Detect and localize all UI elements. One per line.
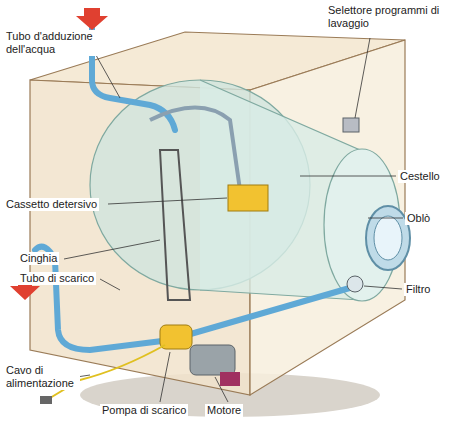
part-label: Tubo d'adduzione dell'acqua	[4, 30, 98, 56]
program-selector	[343, 118, 359, 132]
belt	[160, 150, 190, 300]
leader-lines	[64, 38, 403, 402]
part-label: Tubo di scarico	[18, 272, 96, 285]
part-label: Cestello	[398, 170, 442, 183]
part-label: Motore	[205, 404, 243, 417]
porthole-glass	[374, 216, 402, 260]
part-label: Cassetto detersivo	[4, 198, 99, 211]
part-label: Cinghia	[18, 252, 59, 265]
water-pipe	[150, 108, 240, 191]
part-label: Selettore programmi di lavaggio	[326, 4, 448, 30]
floor-shadow	[80, 373, 380, 417]
motor-detail	[220, 372, 240, 386]
detergent-drawer	[228, 185, 268, 211]
part-label: Cavo di alimentazione	[4, 364, 80, 390]
filter	[347, 276, 363, 292]
motor	[190, 345, 235, 375]
porthole	[366, 206, 410, 270]
inflow-arrow	[76, 8, 108, 30]
drain-hose	[35, 247, 360, 350]
part-label: Pompa di scarico	[100, 404, 188, 417]
part-label: Filtro	[404, 283, 432, 296]
part-label: Oblò	[405, 212, 432, 225]
plug	[40, 396, 52, 404]
